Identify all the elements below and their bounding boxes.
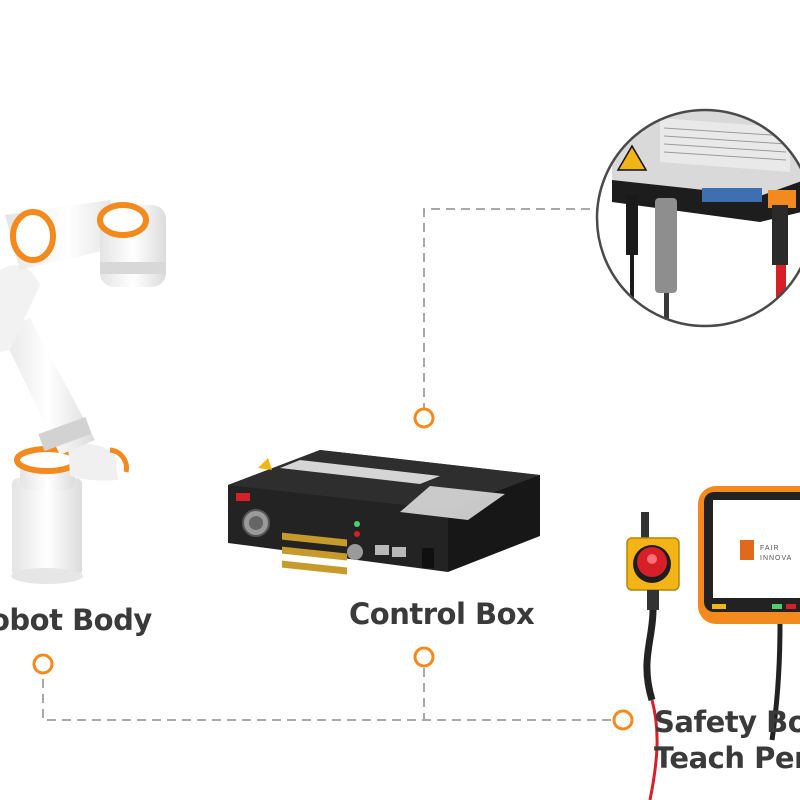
teach-pendant-illustration: FAIR INNOVA bbox=[698, 486, 800, 741]
safety-box-illustration bbox=[626, 512, 680, 800]
pendant-brand-line2: INNOVA bbox=[760, 555, 792, 562]
controller-detail-zoom bbox=[595, 108, 800, 328]
connector-bottom-bus bbox=[42, 664, 612, 721]
label-teach-pendant: Teach Pen bbox=[654, 741, 800, 775]
junction-nodes bbox=[32, 407, 634, 731]
label-safety-box: Safety Box bbox=[654, 705, 800, 739]
connector-lines bbox=[42, 208, 612, 721]
robot-arm-illustration bbox=[0, 200, 166, 584]
circle-node-icon bbox=[32, 653, 54, 675]
label-robot-body: obot Body bbox=[0, 603, 152, 637]
control-box-illustration bbox=[228, 450, 540, 575]
circle-node-icon bbox=[413, 646, 435, 668]
connector-control-to-zoom bbox=[423, 208, 598, 412]
high-voltage-warning-icon bbox=[258, 458, 272, 470]
pendant-brand-line1: FAIR bbox=[760, 545, 780, 552]
circle-node-icon bbox=[612, 709, 634, 731]
high-voltage-warning-icon bbox=[616, 144, 648, 171]
label-control-box: Control Box bbox=[349, 597, 535, 631]
label-safety-teach: Safety Box Teach Pen bbox=[654, 704, 800, 776]
circle-node-icon bbox=[413, 407, 435, 429]
